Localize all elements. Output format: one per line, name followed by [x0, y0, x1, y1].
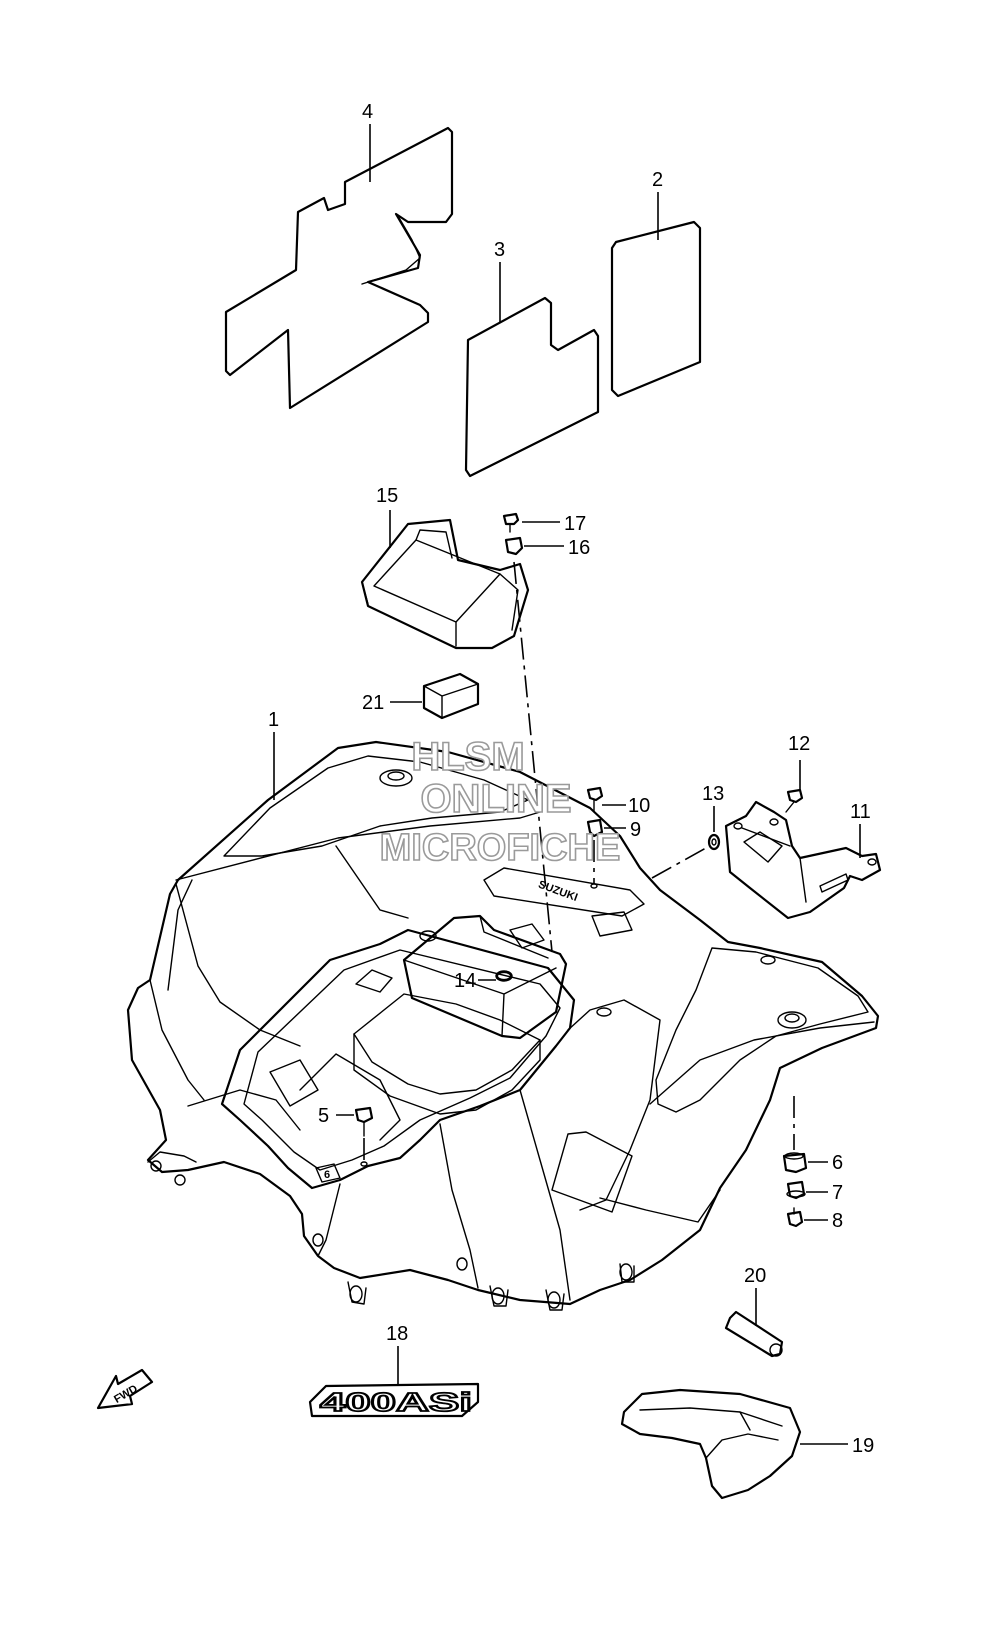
assembly-line-16 [513, 561, 553, 953]
callout-5: 5 [318, 1105, 329, 1127]
callout-21: 21 [362, 692, 384, 714]
callout-18: 18 [386, 1323, 408, 1345]
grommet-part-16 [504, 536, 524, 556]
forward-arrow-icon: FWD [96, 1368, 154, 1410]
rear-fender-part-1: SUZUKI 6 [126, 740, 880, 1311]
decal-sheet-part-4 [224, 126, 454, 410]
callout-numbers: 4 2 3 15 17 16 21 1 12 13 10 11 9 14 5 6… [268, 101, 874, 1457]
collar-part-7 [786, 1180, 806, 1200]
callout-16: 16 [568, 537, 590, 559]
washer-part-13 [707, 833, 721, 851]
callout-8: 8 [832, 1210, 843, 1232]
fender-emboss-text: SUZUKI [537, 879, 580, 904]
watermark-line-2: ONLINE [420, 777, 571, 821]
grommet-part-9 [586, 818, 604, 838]
callout-9: 9 [630, 819, 641, 841]
decal-part-3 [464, 296, 600, 478]
screw-part-17 [502, 512, 520, 533]
callout-6: 6 [832, 1152, 843, 1174]
emblem-text: 400ASi [320, 1387, 472, 1417]
watermark-line-3: MICROFICHE [380, 827, 621, 869]
bolt-part-5 [354, 1106, 374, 1137]
screw-part-12 [785, 788, 804, 813]
forward-arrow-label: FWD [112, 1383, 140, 1406]
bracket-part-11 [724, 800, 882, 920]
callout-2: 2 [652, 169, 663, 191]
callout-19: 19 [852, 1435, 874, 1457]
decal-part-2 [610, 220, 702, 398]
callout-10: 10 [628, 795, 650, 817]
screw-part-10 [586, 786, 604, 813]
watermark-line-1: HLSM [411, 735, 524, 779]
grommet-part-6 [782, 1152, 808, 1174]
callout-1: 1 [268, 709, 279, 731]
callout-20: 20 [744, 1265, 766, 1287]
callout-15: 15 [376, 485, 398, 507]
block-part-21 [422, 672, 480, 720]
bolt-part-8 [786, 1207, 804, 1228]
callout-17: 17 [564, 513, 586, 535]
emblem-part-18: 400ASi [308, 1382, 480, 1418]
seat-part-19 [620, 1388, 802, 1500]
watermark: HLSM ONLINE MICROFICHE [379, 734, 621, 870]
grommet-part-14 [495, 970, 513, 982]
callout-3: 3 [494, 239, 505, 261]
assembly-line-11 [651, 847, 707, 879]
callout-12: 12 [788, 733, 810, 755]
cover-part-15 [360, 518, 530, 650]
callout-7: 7 [832, 1182, 843, 1204]
callout-4: 4 [362, 101, 373, 123]
callout-11: 11 [850, 801, 871, 823]
fender-tag-text: 6 [324, 1169, 330, 1181]
pin-part-20 [724, 1310, 784, 1358]
callout-13: 13 [702, 783, 724, 805]
callout-14: 14 [454, 970, 476, 992]
